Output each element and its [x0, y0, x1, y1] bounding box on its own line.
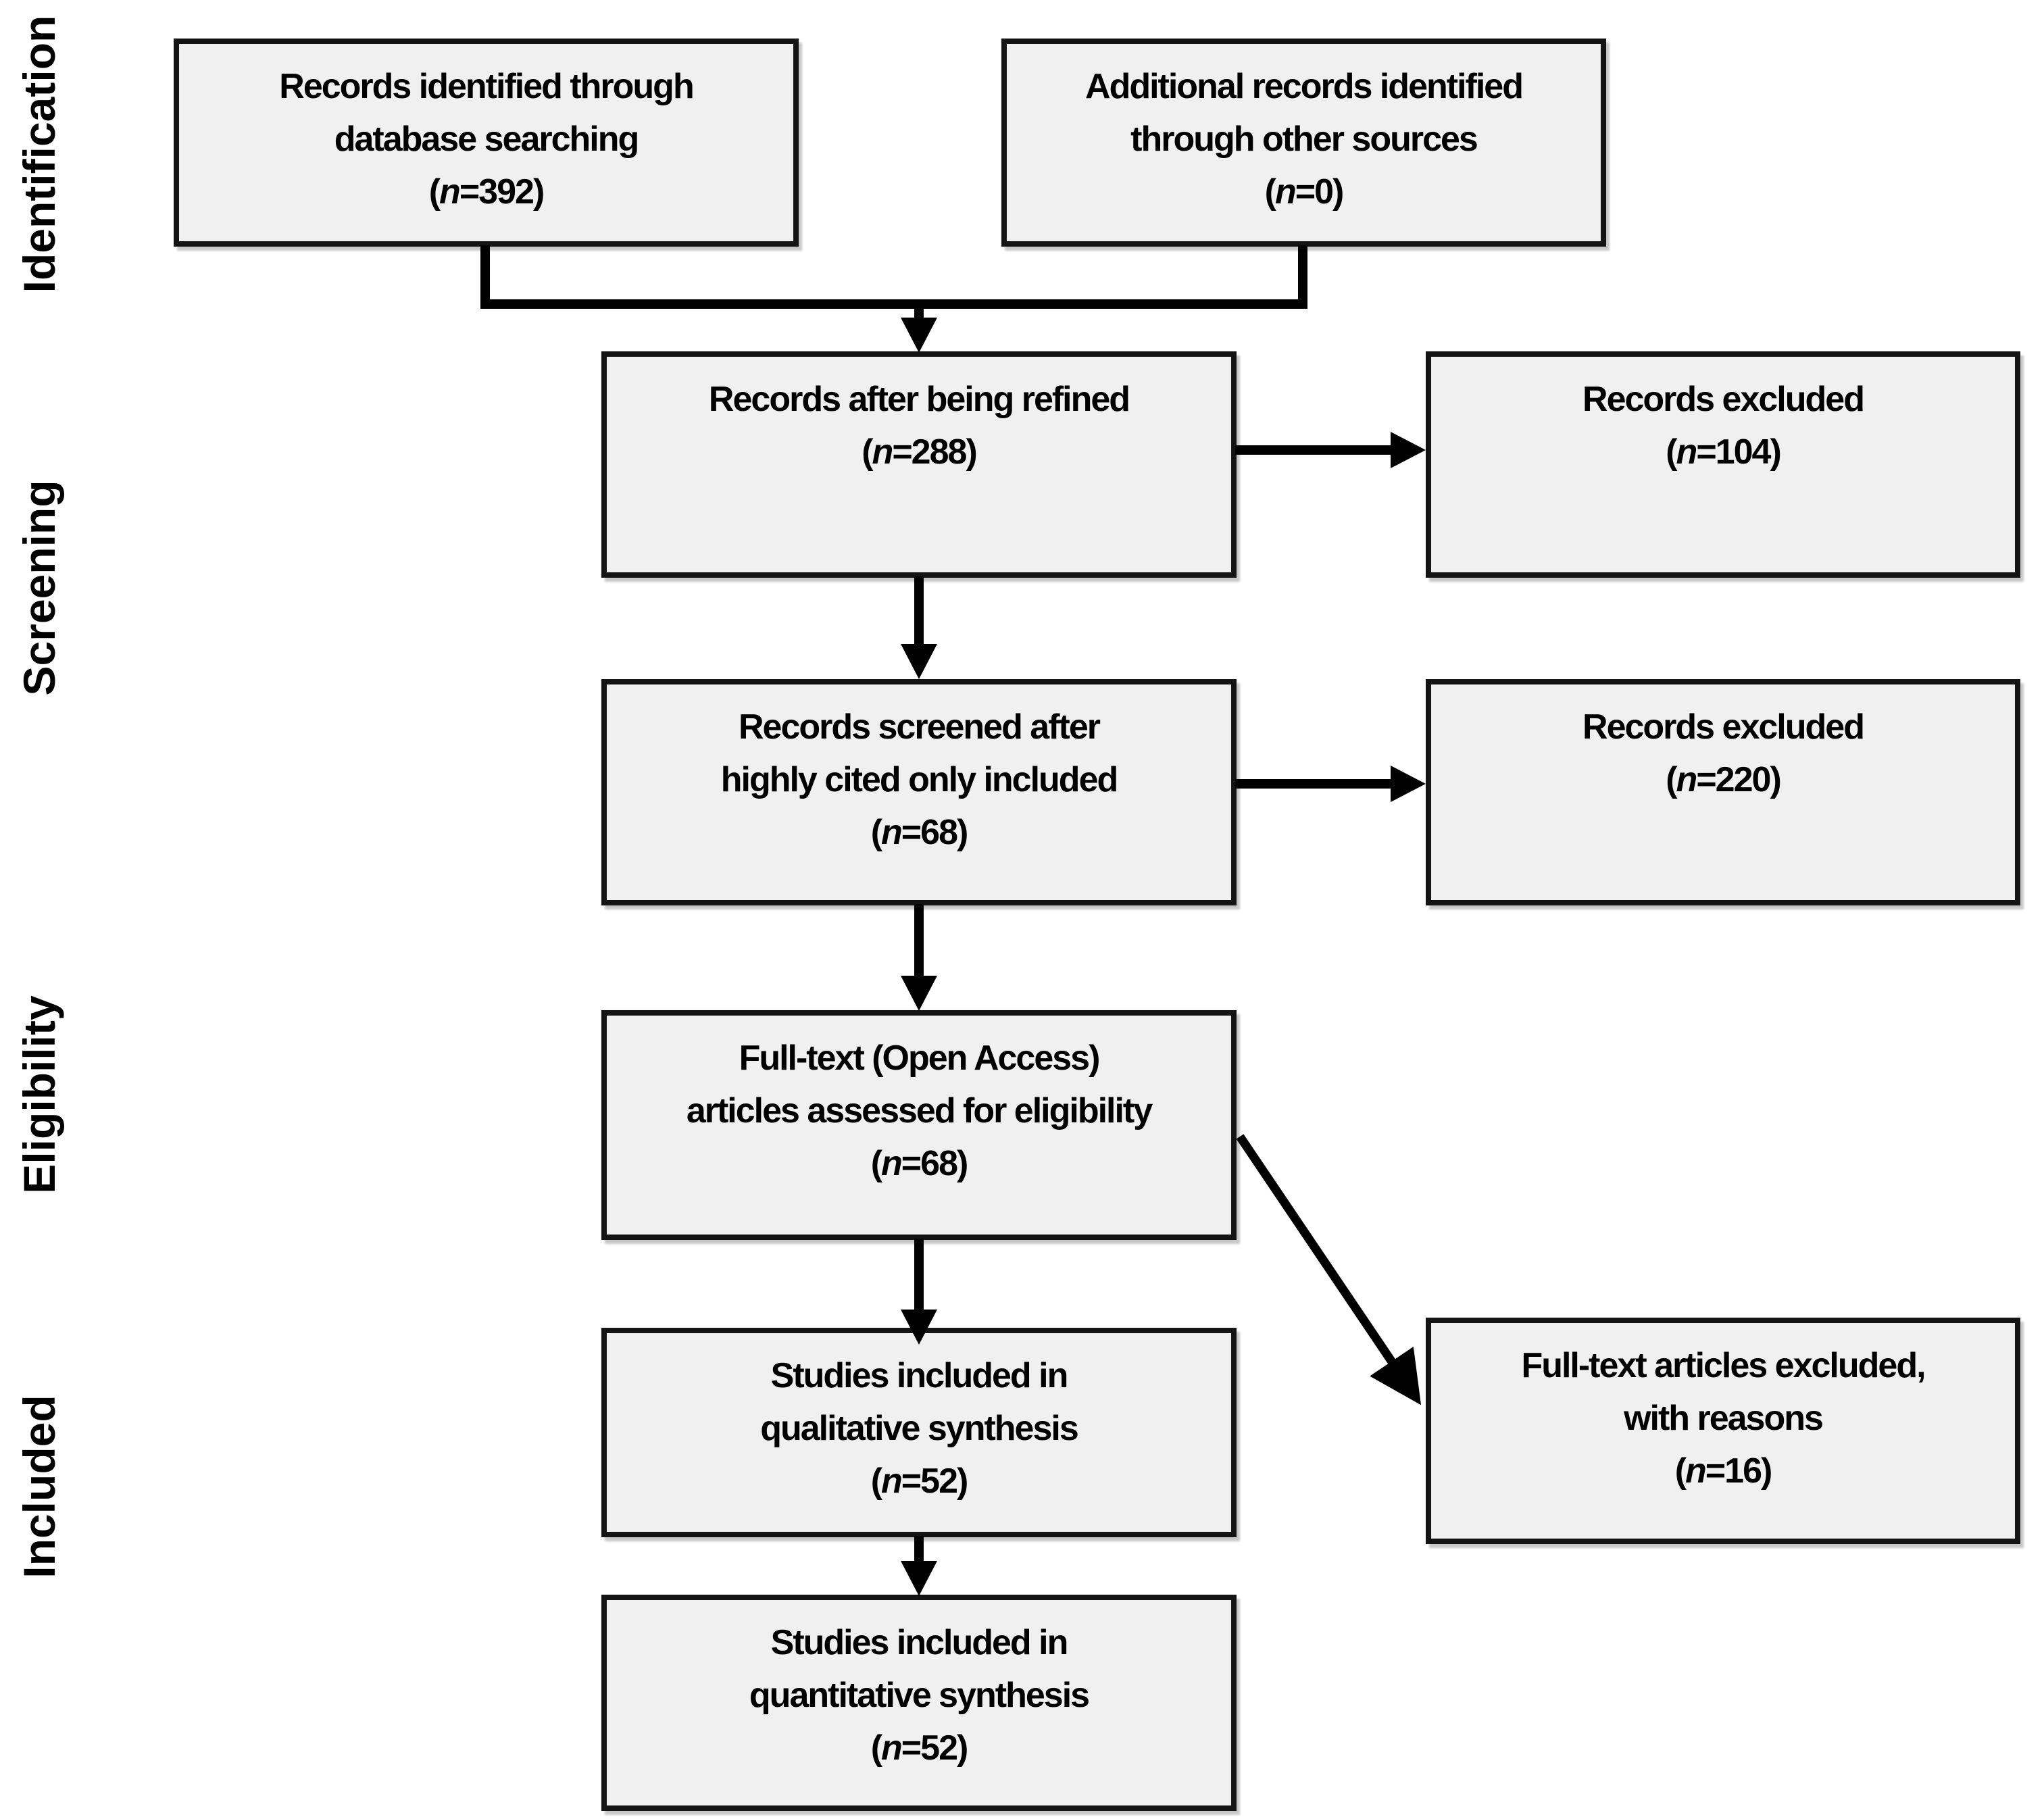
connector-identified-stub [480, 245, 490, 305]
arrow-fulltext-to-qualitative-shaft [914, 1239, 924, 1313]
box-fulltext-excluded: Full-text articles excluded, with reason… [1426, 1318, 2020, 1544]
arrow-refined-to-excluded-shaft [1235, 445, 1393, 455]
arrow-screened-to-fulltext-head [901, 976, 937, 1011]
box-text-line: Records excluded [1582, 707, 1865, 747]
box-n-value: (n=68) [870, 1144, 969, 1183]
box-text-line: Records excluded [1582, 380, 1865, 419]
stage-label-included: Included [14, 1395, 64, 1578]
connector-additional-stub [1298, 245, 1307, 305]
box-n-value: (n=0) [1264, 172, 1345, 211]
stage-label-identification: Identification [14, 15, 64, 293]
box-n-value: (n=52) [870, 1462, 969, 1501]
box-text-line: Studies included in [770, 1623, 1069, 1662]
connector-merge-bar [480, 299, 1307, 309]
box-n-value: (n=52) [870, 1728, 969, 1768]
box-records-refined: Records after being refined (n=288) [601, 351, 1237, 578]
box-text-line: Records screened after [738, 707, 1101, 747]
arrow-merge-to-refined-head [901, 318, 937, 353]
arrow-refined-to-screened-shaft [914, 576, 924, 647]
stage-label-eligibility: Eligibility [14, 995, 64, 1194]
box-records-screened: Records screened after highly cited only… [601, 679, 1237, 905]
box-n-value: (n=16) [1674, 1451, 1773, 1491]
box-text-line: quantitative synthesis [749, 1676, 1090, 1715]
box-n-value: (n=288) [862, 432, 978, 472]
box-text-line: qualitative synthesis [760, 1409, 1079, 1448]
arrow-qualitative-to-quantitative-shaft [914, 1536, 924, 1564]
arrow-screened-to-excluded-head [1391, 766, 1426, 802]
arrow-refined-to-screened-head [901, 644, 937, 679]
box-text-line: articles assessed for eligibility [686, 1091, 1153, 1130]
box-additional-records: Additional records identified through ot… [1001, 39, 1606, 247]
box-text-line: Additional records identified [1085, 67, 1524, 106]
box-records-excluded-220: Records excluded (n=220) [1426, 679, 2020, 905]
arrow-screened-to-fulltext-shaft [914, 904, 924, 978]
box-n-value: (n=392) [428, 172, 545, 211]
box-text-line: Records after being refined [708, 380, 1130, 419]
box-text-line: with reasons [1624, 1399, 1824, 1438]
box-text-line: Records identified through [279, 67, 694, 106]
arrow-refined-to-excluded-head [1391, 432, 1426, 468]
box-records-excluded-104: Records excluded (n=104) [1426, 351, 2020, 578]
box-n-value: (n=220) [1666, 760, 1782, 799]
arrow-fulltext-to-qualitative-head [901, 1310, 937, 1345]
box-records-identified-database: Records identified through database sear… [174, 39, 799, 247]
box-text-line: Studies included in [770, 1356, 1069, 1395]
box-quantitative-synthesis: Studies included in quantitative synthes… [601, 1595, 1237, 1811]
box-text-line: database searching [334, 120, 640, 159]
arrow-fulltext-to-ftexcluded [1236, 1134, 1422, 1405]
box-text-line: highly cited only included [720, 760, 1119, 799]
box-text-line: through other sources [1130, 120, 1478, 159]
box-qualitative-synthesis: Studies included in qualitative synthesi… [601, 1328, 1237, 1537]
box-n-value: (n=104) [1666, 432, 1782, 472]
box-n-value: (n=68) [870, 813, 969, 852]
arrow-qualitative-to-quantitative-head [901, 1561, 937, 1596]
arrow-screened-to-excluded-shaft [1235, 779, 1393, 789]
stage-label-screening: Screening [14, 480, 64, 696]
box-fulltext-assessed: Full-text (Open Access) articles assesse… [601, 1010, 1237, 1240]
box-text-line: Full-text (Open Access) [739, 1039, 1101, 1078]
box-text-line: Full-text articles excluded, [1521, 1346, 1926, 1385]
